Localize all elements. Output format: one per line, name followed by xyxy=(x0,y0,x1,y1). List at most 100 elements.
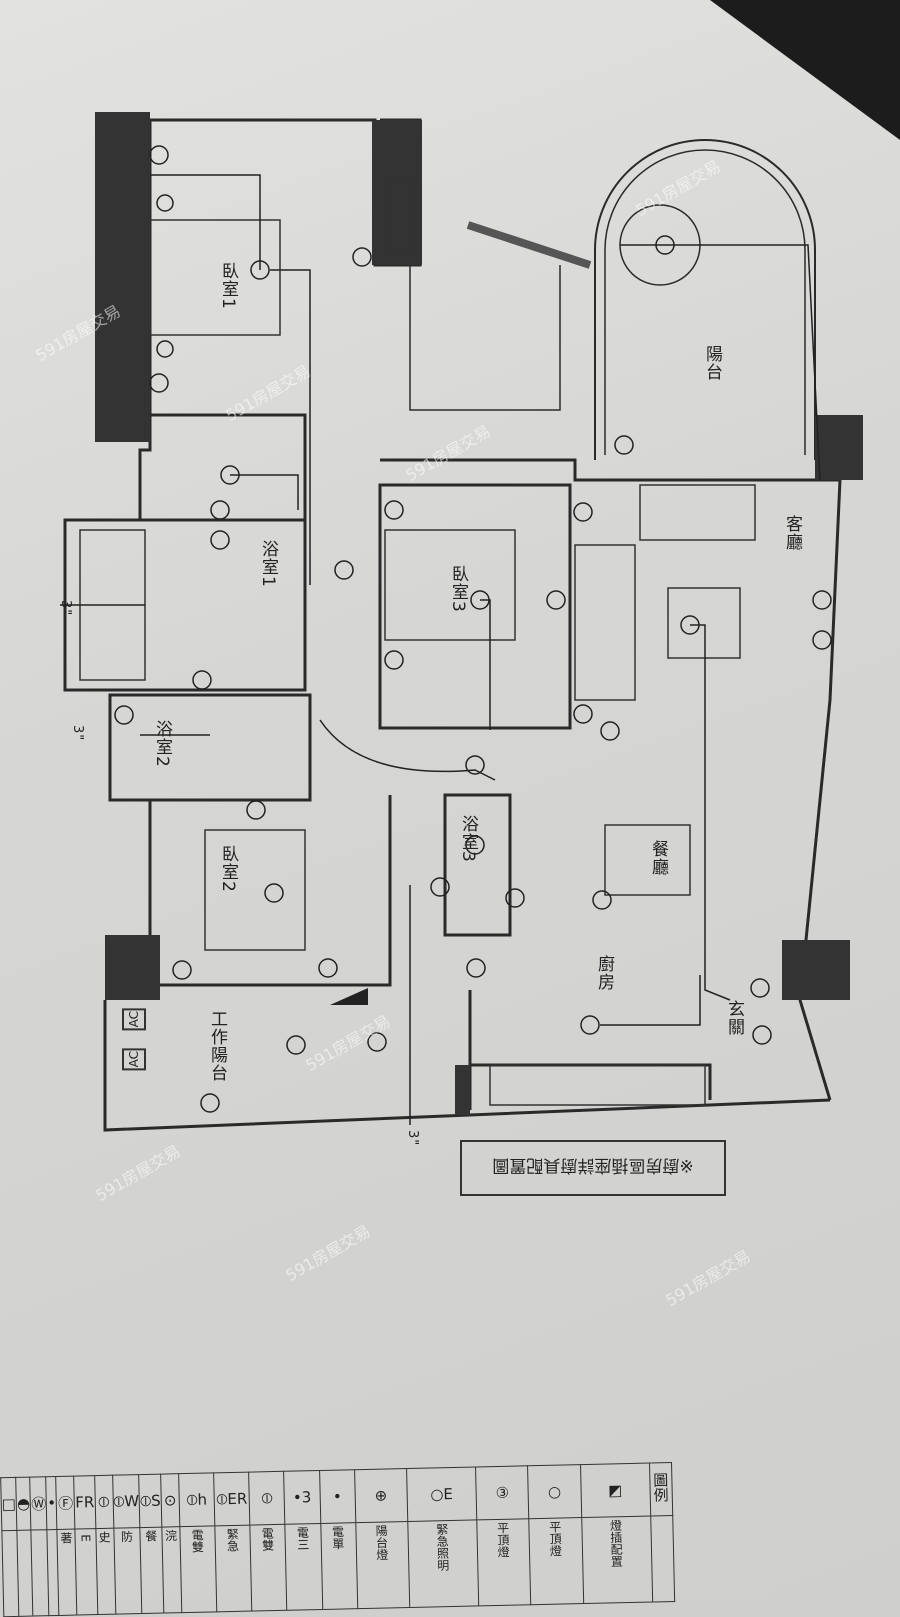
table-corner xyxy=(710,0,900,140)
legend-label: 燈插配置 xyxy=(608,1519,624,1568)
legend-label: 電三 xyxy=(295,1526,310,1551)
legend-label-cell: 燈插配置 xyxy=(581,1516,653,1604)
legend-label-cell: 平頂燈 xyxy=(529,1517,584,1605)
wall-bedroom1 xyxy=(150,413,307,520)
legend-label-cell: 史 xyxy=(95,1528,116,1615)
legend-symbol: ⦶W xyxy=(112,1474,141,1529)
room-label-kitchen: 廚房 xyxy=(594,955,614,991)
legend-empty-cell xyxy=(650,1515,675,1602)
pipe-label: 3" xyxy=(405,1130,420,1147)
legend-label-cell: 防 xyxy=(113,1527,143,1615)
room-label-balcony: 陽台 xyxy=(702,345,722,381)
room-label-service-balcony: 工作陽台 xyxy=(207,1010,227,1082)
ac-unit: AC xyxy=(122,1008,146,1031)
legend-symbol: □ xyxy=(0,1477,18,1531)
wall-bath2 xyxy=(108,693,312,802)
legend-label: 緊急照明 xyxy=(434,1523,450,1572)
legend-symbol: ⦶ xyxy=(94,1475,114,1529)
sofa-2 xyxy=(639,484,756,541)
legend-label-cell: 電雙 xyxy=(250,1524,288,1612)
room-label-bedroom3: 臥室3 xyxy=(448,565,468,613)
wall-bed3 xyxy=(378,483,572,730)
wall-kitchen xyxy=(468,990,712,1110)
legend-label: 電單 xyxy=(330,1525,345,1550)
room-label-dining-room: 餐廳 xyxy=(648,840,668,876)
wall-block xyxy=(782,940,850,1000)
legend-label-cell: 餐 xyxy=(140,1527,164,1614)
panel-symbol xyxy=(330,988,368,1005)
legend-label-cell: E xyxy=(75,1528,98,1616)
legend-label-cell xyxy=(31,1529,50,1617)
legend-label: 防 xyxy=(119,1530,134,1543)
legend-label: 緊急 xyxy=(225,1527,240,1553)
legend-label: 電雙 xyxy=(260,1527,275,1552)
legend-symbol: •3 xyxy=(283,1470,321,1525)
wall-right xyxy=(798,479,842,1101)
room-label-living-room: 客廳 xyxy=(782,515,802,551)
legend-symbol: ○E xyxy=(406,1466,477,1522)
legend-label: E xyxy=(78,1534,93,1543)
legend-label-cell: 緊急照明 xyxy=(407,1519,479,1608)
bed-1 xyxy=(149,219,281,336)
bed-2 xyxy=(204,829,306,951)
legend-label-cell: 浣 xyxy=(161,1526,182,1614)
legend-symbol: Ⓦ xyxy=(30,1476,48,1531)
room-label-bedroom1: 臥室1 xyxy=(218,262,238,310)
dining-table xyxy=(604,824,691,896)
balcony-arc xyxy=(594,139,816,460)
legend-symbol: ◓ xyxy=(15,1477,32,1531)
coffee-table xyxy=(667,587,741,659)
legend-header-cell: 圖例 xyxy=(649,1462,673,1517)
legend-label: 電雙 xyxy=(189,1528,205,1553)
shaft xyxy=(384,179,416,256)
legend-label-cell: 陽台燈 xyxy=(355,1521,410,1609)
legend-label: 史 xyxy=(96,1530,112,1544)
legend-label-cell: 電三 xyxy=(285,1523,323,1611)
legend-label: 陽台燈 xyxy=(374,1524,389,1561)
kitchen-note: ※廚房區插座詳廚具配置圖 xyxy=(460,1140,726,1196)
legend-label-cell: 平頂燈 xyxy=(476,1518,531,1606)
kitchen-counter xyxy=(489,1064,706,1106)
legend-label: 餐 xyxy=(143,1529,158,1543)
legend-label: 浣 xyxy=(163,1529,178,1542)
wall-block xyxy=(815,415,863,480)
wall-block xyxy=(95,112,150,442)
legend-symbol: ⦶h xyxy=(178,1472,215,1527)
legend-header: 圖例 xyxy=(651,1472,670,1503)
legend-symbol: ⊙ xyxy=(160,1473,180,1528)
bed-3 xyxy=(384,529,516,641)
legend-symbol: FR xyxy=(74,1475,96,1530)
legend-symbol: ⦶S xyxy=(139,1474,162,1528)
legend-label-cell: 電單 xyxy=(320,1522,358,1610)
room-label-entrance: 玄關 xyxy=(724,1000,744,1036)
legend-label: 著 xyxy=(58,1531,74,1544)
legend-symbol: ○ xyxy=(527,1464,582,1519)
legend-label: 平頂燈 xyxy=(495,1521,511,1559)
wall-block xyxy=(372,120,422,265)
wall-bath3 xyxy=(443,793,512,937)
outer-wall xyxy=(138,118,840,520)
legend-label-cell: 著 xyxy=(57,1529,78,1616)
wall-service xyxy=(103,1000,831,1132)
fixtures xyxy=(114,145,832,1113)
legend-symbol: • xyxy=(319,1469,356,1524)
wall-bath1 xyxy=(63,518,307,692)
room-label-bedroom2: 臥室2 xyxy=(218,845,238,893)
legend-symbol: ③ xyxy=(475,1465,530,1520)
legend-label-cell: 電雙 xyxy=(179,1525,217,1613)
wiring xyxy=(60,174,821,1125)
legend-label: 平頂燈 xyxy=(547,1520,563,1557)
legend-symbol: ⦶ER xyxy=(213,1472,251,1526)
wall-bed2 xyxy=(148,795,392,987)
sofa xyxy=(574,544,636,701)
legend-symbol: ⊕ xyxy=(354,1468,408,1523)
wall-block xyxy=(105,935,160,1000)
room-label-bathroom3: 浴室3 xyxy=(458,815,478,863)
ac-unit: AC xyxy=(122,1048,146,1071)
room-label-bathroom2: 浴室2 xyxy=(152,720,172,768)
pipe-label: 3" xyxy=(70,725,85,742)
legend-symbol: ◩ xyxy=(580,1463,651,1518)
legend-symbol: ⦶ xyxy=(248,1471,286,1526)
